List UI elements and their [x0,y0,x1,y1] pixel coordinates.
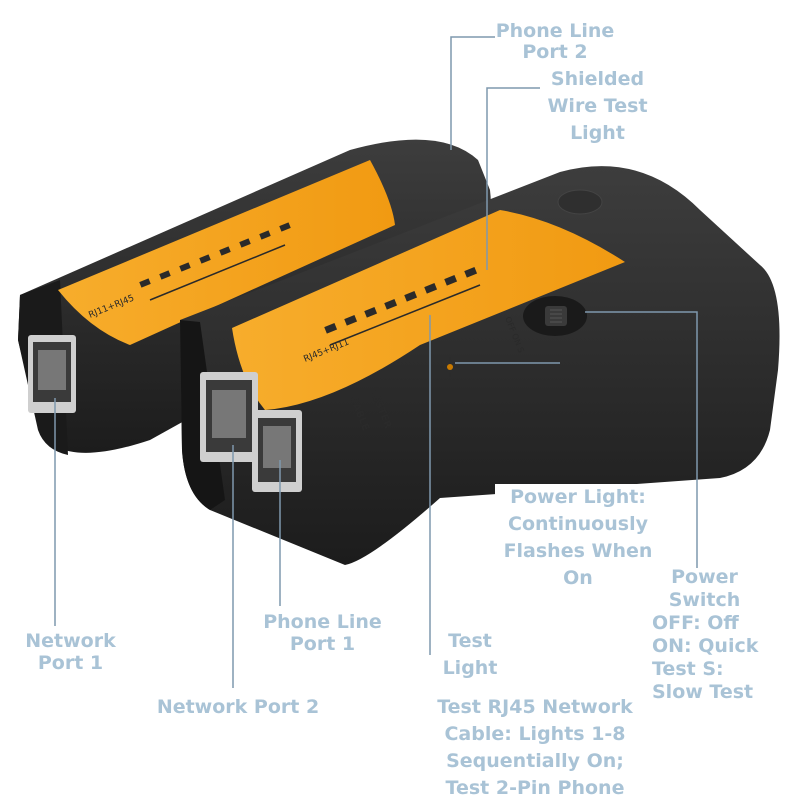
callout-network-port-1: Network Port 1 [25,630,116,674]
callout-shielded-wire-test-light: Shielded Wire Test Light [547,68,648,144]
callout-network-port-2: Network Port 2 [156,696,320,718]
main-label-panel [232,210,625,410]
network-port-1 [28,335,76,413]
remote-led-row [139,222,291,288]
main-led-row [324,266,478,334]
callout-power-light: Power Light: Continuously Flashes When O… [503,486,653,589]
callout-phone-line-port-2: Phone Line Port 2 [495,20,615,63]
power-switch[interactable] [523,296,587,336]
main-tester-unit: RJ45+RJ11 CABLE TESTER OFF ON S [180,166,780,565]
network-port-2 [200,372,258,462]
callout-phone-line-port-1: Phone Line Port 1 [263,611,382,655]
callout-power-switch: Power Switch OFF: Off ON: Quick Test S: … [652,566,759,703]
leader-lines [54,36,698,688]
callout-test-light: Test Light [442,630,498,679]
power-light-icon [440,357,460,377]
phone-line-port-1 [252,410,302,492]
callout-test-rj45: Test RJ45 Network Cable: Lights 1-8 Sequ… [437,696,633,799]
